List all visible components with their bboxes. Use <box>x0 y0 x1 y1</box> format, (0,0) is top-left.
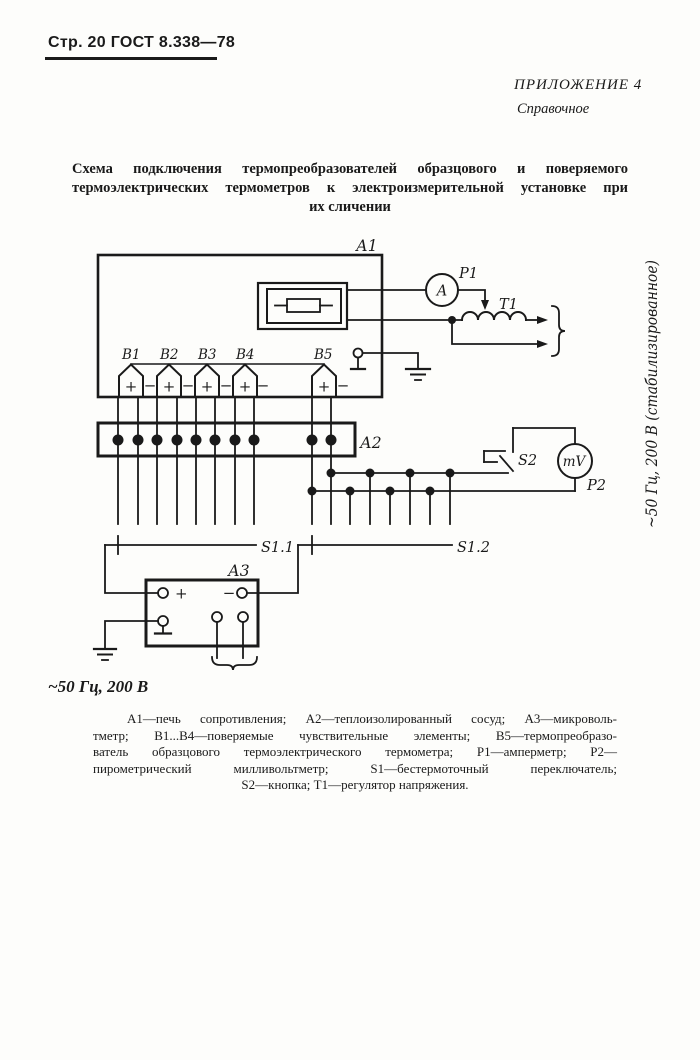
a3-box <box>144 578 260 648</box>
a1-label: А1 <box>355 237 378 255</box>
thermocouple-b1: В1 + − <box>118 347 157 398</box>
minus-sign: − <box>223 584 236 602</box>
b1-label: В1 <box>121 347 141 363</box>
selector-drop-wires <box>349 472 451 525</box>
b3-label: В3 <box>197 347 217 363</box>
output-arrow-icon <box>537 340 548 348</box>
earth-symbol <box>361 352 432 381</box>
supply-note-vertical: ~50 Гц, 200 В (стабилизированное) <box>643 260 661 528</box>
s11-wiper: S1.1 <box>104 535 294 594</box>
figure-title-line: их сличении <box>309 199 391 215</box>
a2-junction-dots <box>112 434 337 446</box>
a3-label: А3 <box>227 562 250 580</box>
supply-note: ~50 Гц, 200 В <box>48 677 149 696</box>
plus-sign: + <box>201 378 214 396</box>
thermocouple-wires <box>117 396 332 525</box>
thermocouple-b5: В5 + − <box>311 347 350 398</box>
a2-box <box>96 421 357 458</box>
legend-line: тметр; В1...В4—поверяемые чувствительные… <box>93 727 617 743</box>
appendix-subtitle: Справочное <box>517 101 590 117</box>
a1-furnace-block: А1 <box>96 237 384 399</box>
minus-sign: − <box>144 377 157 395</box>
page-header: Стр. 20 ГОСТ 8.338—78 <box>48 34 236 51</box>
switch-blade <box>498 454 515 473</box>
output-arrow-icon <box>537 316 548 324</box>
thermocouple-b3: В3 + − <box>194 347 233 398</box>
t1-label: Т1 <box>499 297 518 313</box>
a1-ground-terminal <box>349 347 367 371</box>
figure-title-line: Схема подключения термопреобразователей … <box>72 161 628 177</box>
figure-title: Схема подключения термопреобразователей … <box>72 160 628 217</box>
header-underline <box>45 57 217 60</box>
legend: А1—печь сопротивления; А2—теплоизолирова… <box>93 711 617 794</box>
appendix-title: ПРИЛОЖЕНИЕ 4 <box>514 77 643 93</box>
thermocouple-b4: В4 + − <box>232 347 270 398</box>
minus-sign: − <box>182 377 195 395</box>
heater-resistor-icon <box>286 298 321 313</box>
a3-plus-terminal <box>157 587 169 599</box>
plus-sign: + <box>239 378 252 396</box>
b2-label: В2 <box>159 347 179 363</box>
b4-label: В4 <box>235 347 255 363</box>
a3-ground-terminal <box>92 615 173 661</box>
minus-sign: − <box>220 377 233 395</box>
plus-sign: + <box>125 378 138 396</box>
minus-sign: − <box>337 377 350 395</box>
furnace-symbol <box>256 281 349 331</box>
s2-label: S2 <box>518 453 537 469</box>
a3-output-terminals <box>211 611 258 671</box>
ammeter-letter: А <box>436 284 448 300</box>
s12-label: S1.2 <box>457 540 490 556</box>
thermocouple-b2: В2 + − <box>156 347 195 398</box>
s1-selector-switch: S1.1 S1.2 <box>104 535 490 594</box>
legend-line: пирометрический милливольтметр; S1—бесте… <box>93 760 617 776</box>
millivoltmeter-letters: mV <box>563 454 587 470</box>
a3-minus-terminal <box>236 587 248 599</box>
wiper-arrow-icon <box>481 300 489 310</box>
a2-label: А2 <box>359 434 382 452</box>
output-brace-icon <box>551 305 566 357</box>
minus-sign: − <box>257 377 270 395</box>
a3-microvoltmeter-block: А3 + − <box>92 562 260 671</box>
a1-box <box>96 253 384 399</box>
figure-title-line: термоэлектрических термометров к электро… <box>72 180 628 196</box>
b5-label: В5 <box>313 347 333 363</box>
plus-sign: + <box>318 378 331 396</box>
legend-line: S2—кнопка; Т1—регулятор напряжения. <box>241 777 469 792</box>
thermocouples: В1 + − В2 + − В3 + − В4 + − <box>118 347 350 398</box>
s12-wiper: S1.2 <box>246 535 490 594</box>
measuring-circuit: S2 mV Р2 <box>307 427 606 525</box>
s2-pushbutton: S2 <box>483 427 537 473</box>
p1-label: Р1 <box>458 266 478 282</box>
legend-line: ватель образцового термоэлектрического т… <box>93 744 617 759</box>
output-brace-icon <box>211 656 258 671</box>
plus-sign: + <box>163 378 176 396</box>
supply-circuit: А Р1 Т1 <box>346 266 566 381</box>
plus-sign: + <box>175 585 188 603</box>
s11-label: S1.1 <box>261 540 294 556</box>
t1-coil-icon <box>460 311 528 322</box>
legend-line: А1—печь сопротивления; А2—теплоизолирова… <box>127 711 617 726</box>
p2-label: Р2 <box>586 478 606 494</box>
a2-vessel-block: А2 <box>96 421 382 458</box>
